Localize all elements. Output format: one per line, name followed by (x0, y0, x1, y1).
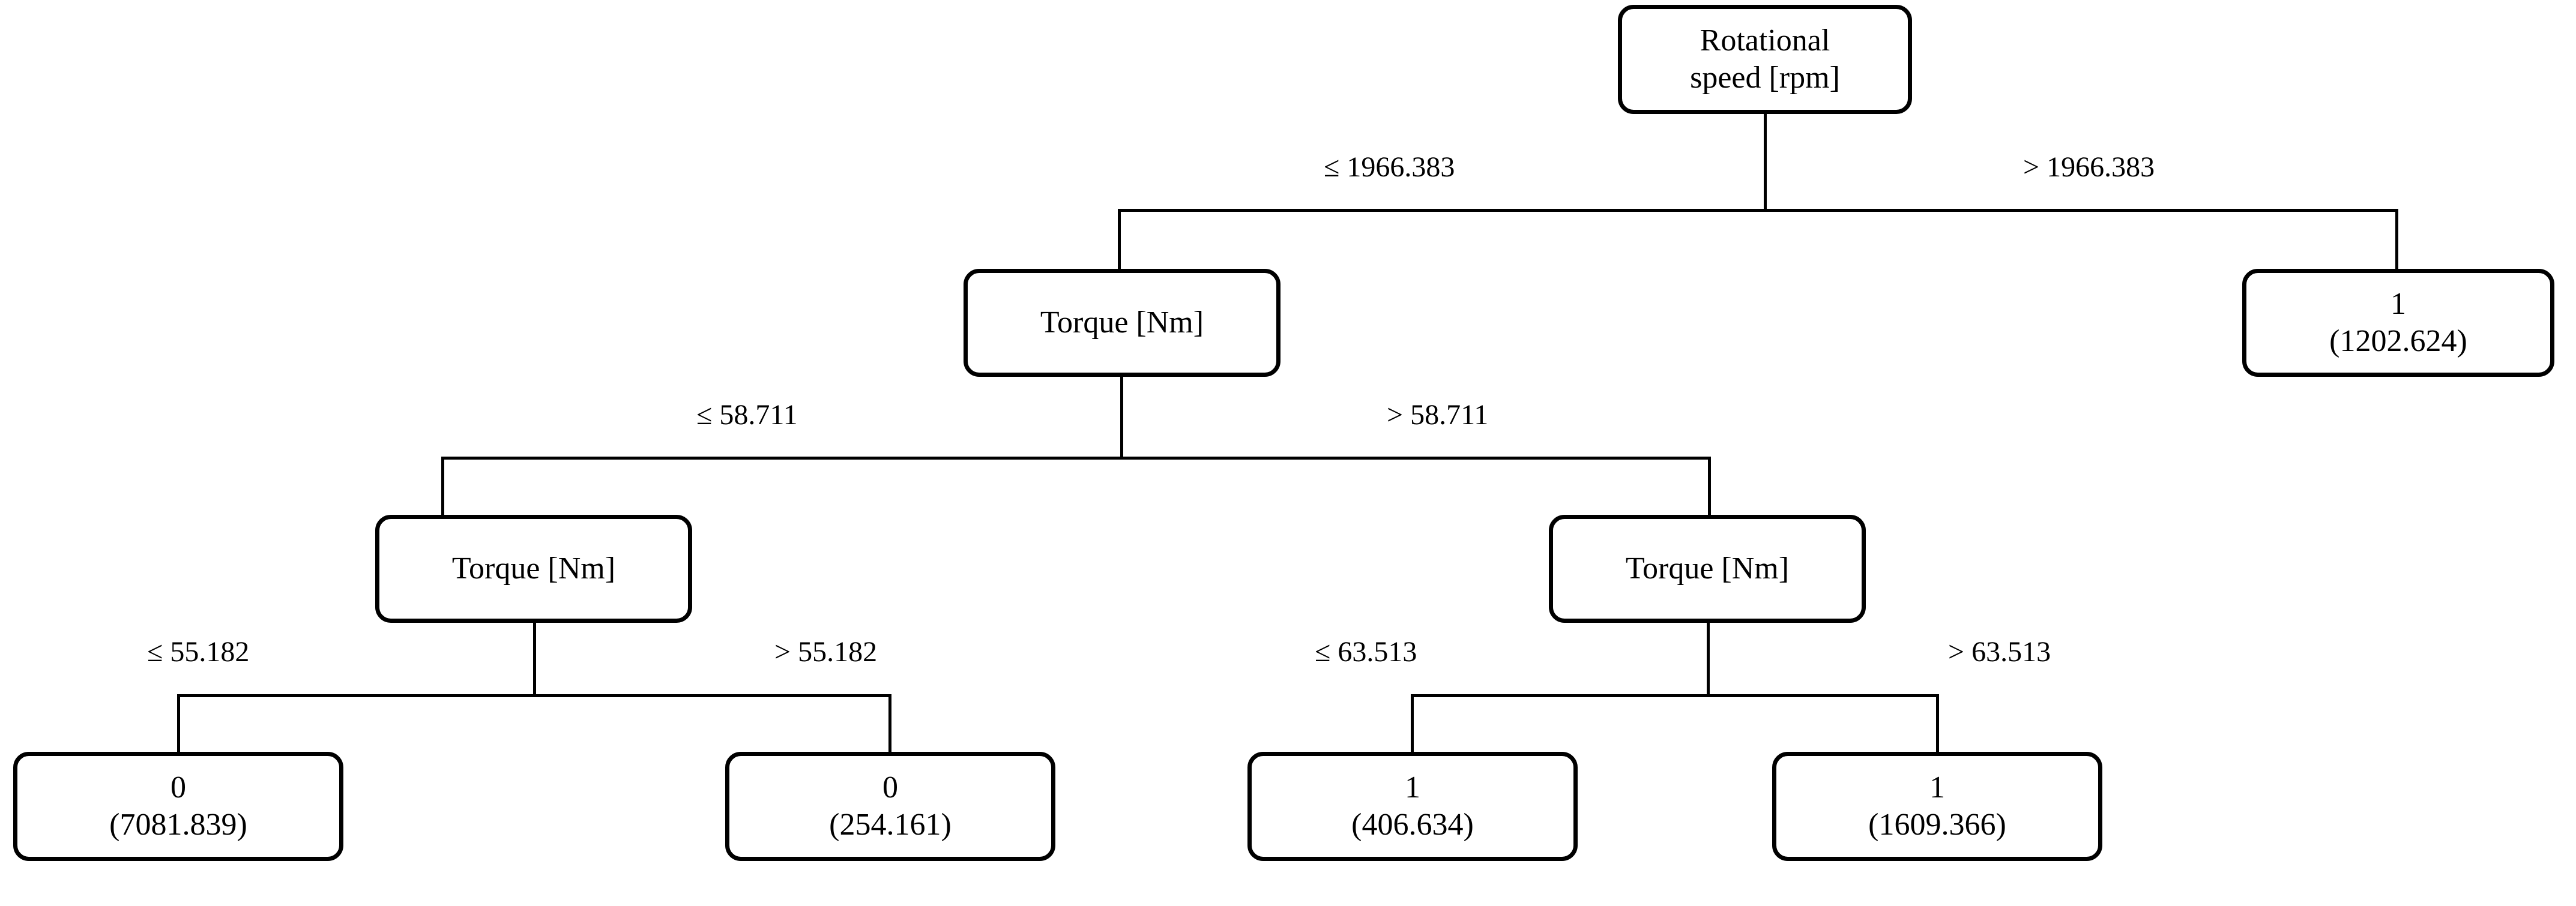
node-root-rotational-speed[interactable]: Rotational speed [rpm] (1618, 5, 1912, 114)
connector-l1-bar (441, 457, 1711, 460)
edge-label-l2-right-left: ≤ 63.513 (1315, 636, 1417, 668)
node-leaf-4[interactable]: 1 (1609.366) (1772, 752, 2102, 861)
connector-root-to-right-child (2395, 209, 2398, 271)
node-l2-torque-right[interactable]: Torque [Nm] (1549, 515, 1866, 623)
edge-label-l2-left-left: ≤ 55.182 (147, 636, 250, 668)
connector-l2-right-bar (1411, 694, 1939, 697)
node-leaf-4-class: 1 (1929, 770, 1945, 805)
edge-label-l2-left-right: > 55.182 (774, 636, 878, 668)
connector-l1-to-left-child (441, 457, 444, 517)
node-leaf-3-class: 1 (1405, 770, 1420, 805)
node-leaf-1-class: 0 (170, 770, 186, 805)
node-leaf-2-class: 0 (882, 770, 898, 805)
node-l1-leaf-right[interactable]: 1 (1202.624) (2242, 269, 2554, 377)
node-leaf-3[interactable]: 1 (406.634) (1247, 752, 1578, 861)
node-leaf-1-value: (7081.839) (109, 808, 247, 842)
connector-l1-to-right-child (1708, 457, 1711, 517)
edge-label-l1-left: ≤ 58.711 (696, 399, 798, 431)
connector-l2-right-to-leaf3 (1411, 694, 1414, 754)
edge-label-l2-right-right: > 63.513 (1948, 636, 2051, 668)
node-leaf-2[interactable]: 0 (254.161) (725, 752, 1055, 861)
node-l2-torque-left-label: Torque [Nm] (451, 551, 616, 586)
node-l1-leaf-right-class: 1 (2390, 286, 2406, 321)
node-l1-torque[interactable]: Torque [Nm] (964, 269, 1280, 377)
edge-label-l1-right: > 58.711 (1387, 399, 1489, 431)
node-l2-torque-right-label: Torque [Nm] (1625, 551, 1790, 586)
connector-l2-left-to-leaf2 (888, 694, 891, 754)
node-root-label-line2: speed [rpm] (1690, 61, 1840, 95)
edge-label-root-right: > 1966.383 (2023, 151, 2155, 183)
connector-root-stem (1764, 114, 1767, 211)
node-leaf-2-value: (254.161) (829, 808, 952, 842)
connector-l2-left-bar (177, 694, 891, 697)
node-leaf-3-value: (406.634) (1351, 808, 1474, 842)
edge-label-root-left: ≤ 1966.383 (1324, 151, 1455, 183)
node-leaf-4-value: (1609.366) (1868, 808, 2006, 842)
connector-l2-left-stem (533, 623, 536, 696)
connector-l2-right-to-leaf4 (1936, 694, 1939, 754)
connector-root-bar (1118, 209, 2398, 212)
node-root-label-line1: Rotational (1700, 23, 1830, 58)
connector-l1-stem (1120, 377, 1123, 459)
node-leaf-1[interactable]: 0 (7081.839) (13, 752, 343, 861)
connector-l2-left-to-leaf1 (177, 694, 180, 754)
node-l2-torque-left[interactable]: Torque [Nm] (375, 515, 692, 623)
node-l1-leaf-right-value: (1202.624) (2329, 324, 2467, 358)
connector-l2-right-stem (1707, 623, 1710, 696)
connector-root-to-left-child (1118, 209, 1121, 271)
node-l1-torque-label: Torque [Nm] (1040, 305, 1204, 340)
